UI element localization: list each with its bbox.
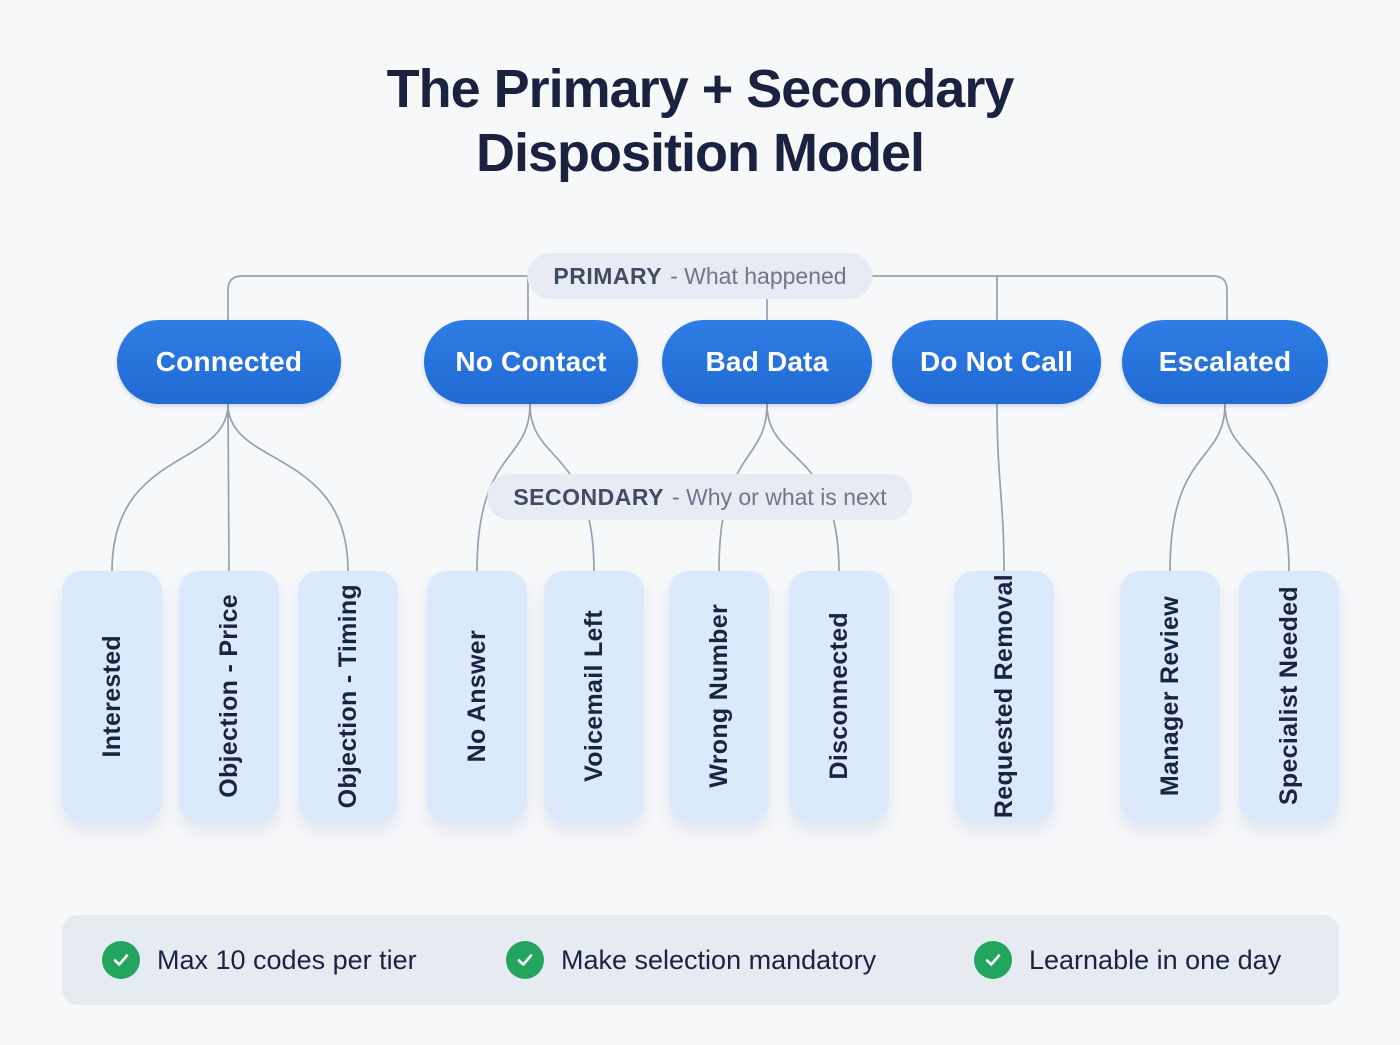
primary-node-escalated: Escalated — [1122, 320, 1328, 404]
primary-node-connected: Connected — [117, 320, 341, 404]
rule-item-label: Make selection mandatory — [561, 944, 877, 975]
primary-node-do-not-call: Do Not Call — [892, 320, 1101, 404]
secondary-node-disconnected: Disconnected — [789, 571, 889, 821]
secondary-node-requested-removal: Requested Removal — [954, 571, 1054, 821]
rule-item-mandatory-selection: Make selection mandatory — [506, 915, 876, 1005]
secondary-node-label: Voicemail Left — [579, 610, 608, 782]
secondary-node-label: Specialist Needed — [1274, 586, 1303, 806]
secondary-node-manager-review: Manager Review — [1120, 571, 1220, 821]
page-title: The Primary + Secondary Disposition Mode… — [0, 58, 1400, 185]
secondary-node-interested: Interested — [62, 571, 162, 821]
secondary-node-objection-timing: Objection - Timing — [298, 571, 398, 821]
secondary-tier-label: SECONDARY - Why or what is next — [487, 474, 913, 520]
primary-node-no-contact: No Contact — [424, 320, 638, 404]
secondary-node-wrong-number: Wrong Number — [669, 571, 769, 821]
secondary-node-label: Requested Removal — [989, 573, 1018, 819]
secondary-node-no-answer: No Answer — [427, 571, 527, 821]
secondary-node-objection-price: Objection - Price — [179, 571, 279, 821]
secondary-node-label: No Answer — [462, 629, 491, 763]
secondary-tier-name: SECONDARY — [513, 483, 664, 510]
page-title-line1: The Primary + Secondary — [386, 59, 1015, 119]
primary-tier-label: PRIMARY - What happened — [527, 253, 873, 299]
rule-item-label: Max 10 codes per tier — [157, 944, 417, 975]
rule-item-learnable: Learnable in one day — [974, 915, 1281, 1005]
secondary-node-label: Interested — [97, 634, 126, 758]
primary-tier-description: - What happened — [670, 262, 847, 289]
primary-tier-name: PRIMARY — [553, 262, 663, 289]
secondary-node-voicemail-left: Voicemail Left — [544, 571, 644, 821]
secondary-node-label: Manager Review — [1155, 595, 1184, 797]
rule-item-max-codes: Max 10 codes per tier — [102, 915, 417, 1005]
secondary-tier-description: - Why or what is next — [671, 483, 887, 510]
secondary-node-label: Disconnected — [824, 612, 853, 780]
page-title-line2: Disposition Model — [476, 122, 925, 183]
rule-item-label: Learnable in one day — [1029, 944, 1282, 975]
secondary-node-label: Wrong Number — [704, 604, 733, 788]
secondary-node-label: Objection - Timing — [333, 583, 362, 809]
secondary-node-specialist-needed: Specialist Needed — [1239, 571, 1339, 821]
check-circle-icon — [102, 941, 140, 979]
primary-node-bad-data: Bad Data — [662, 320, 872, 404]
check-circle-icon — [974, 941, 1012, 979]
rules-footer-bar: Max 10 codes per tier Make selection man… — [62, 915, 1339, 1005]
check-circle-icon — [506, 941, 544, 979]
secondary-node-label: Objection - Price — [214, 594, 243, 798]
